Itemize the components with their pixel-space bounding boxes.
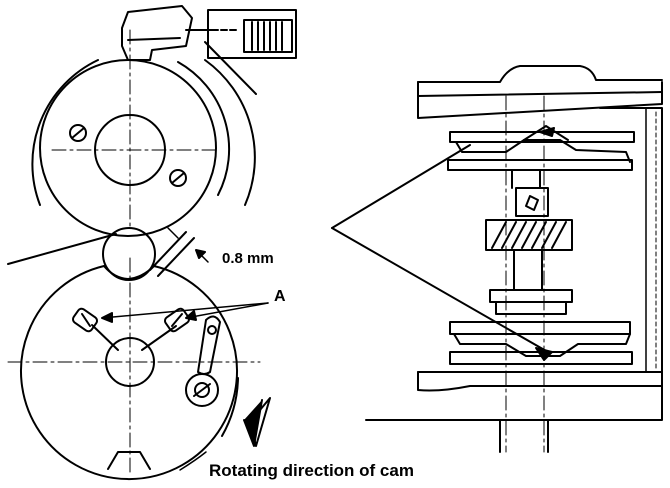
screw-a-right [163, 307, 191, 333]
lower-cam-profile [20, 265, 238, 480]
upper-screw-left [69, 124, 87, 142]
upper-inner-arc [177, 61, 231, 196]
upper-cam-view [31, 5, 297, 237]
gap-line-1 [149, 231, 187, 271]
rotation-caption: Rotating direction of cam [209, 461, 414, 480]
upper-outer-arc [31, 59, 99, 206]
lower-disk-assembly [449, 321, 633, 365]
upper-cam-disk [39, 59, 217, 237]
gap-line-2 [157, 237, 195, 277]
callout-leader-right [185, 302, 269, 319]
upper-screw-right [169, 169, 187, 187]
gap-arrowhead [195, 249, 206, 259]
lower-cam-view [7, 227, 271, 480]
upper-outer-arc-right [204, 59, 256, 206]
tangent-line-left [7, 233, 117, 265]
bottom-frame [365, 371, 663, 421]
tension-block [121, 5, 297, 95]
rotation-arrow-arc [221, 377, 239, 437]
upper-disk-assembly [447, 125, 635, 171]
lower-cam-bottom-notch [107, 451, 151, 470]
shaft-collar [515, 187, 549, 217]
lower-collar [489, 289, 573, 303]
rotation-arrow-arc-tail [179, 451, 207, 471]
gap-arrow-1 [167, 227, 179, 239]
screw-callout-label: A [274, 288, 286, 305]
callout-leader-left [101, 302, 269, 319]
hatched-gear [485, 219, 573, 251]
screw-a-left [71, 307, 99, 333]
slotted-link [185, 315, 221, 407]
side-section-view [365, 65, 663, 453]
top-frame [417, 81, 663, 119]
cam-roller [102, 227, 156, 281]
wedge-line-bottom [331, 227, 549, 353]
wedge-line-top [331, 144, 471, 229]
gap-dimension-label: 0.8 mm [222, 250, 274, 267]
